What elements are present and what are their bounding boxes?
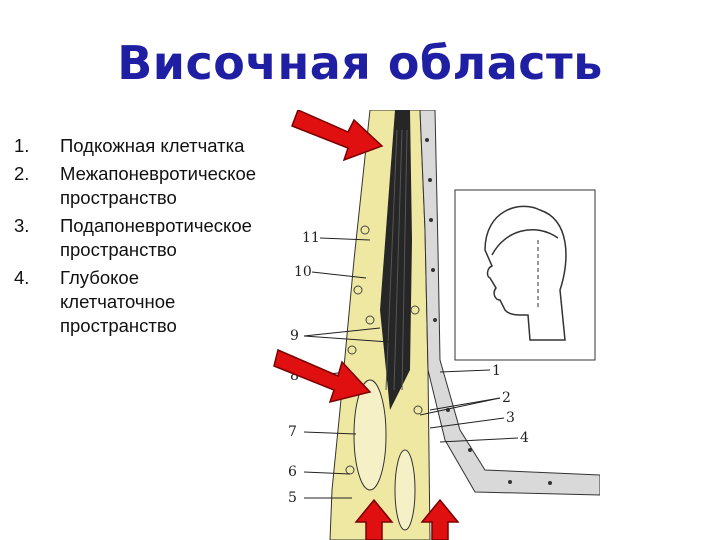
item-number: 3.	[14, 214, 29, 238]
list-item: 1. Подкожная клетчатка	[14, 134, 264, 158]
item-text: Глубокое клетчаточное пространство	[60, 266, 250, 338]
label-6: 6	[288, 464, 297, 480]
item-text: Подкожная клетчатка	[60, 134, 250, 158]
item-text: Межапоневротическое пространство	[60, 162, 250, 210]
item-number: 4.	[14, 266, 29, 290]
item-text: Подапоневротическое пространство	[60, 214, 250, 262]
item-number: 2.	[14, 162, 29, 186]
label-5: 5	[288, 490, 297, 506]
label-2: 2	[502, 390, 511, 406]
temporal-region-diagram: 11 10 9 8 7 6 5 1 2 3 4	[270, 110, 600, 540]
cavity-lower	[395, 450, 415, 530]
layer-list: 1. Подкожная клетчатка 2. Межапоневротич…	[14, 134, 264, 342]
label-11: 11	[302, 230, 320, 246]
slide-title: Височная область	[0, 36, 720, 90]
list-item: 3. Подапоневротическое пространство	[14, 214, 264, 262]
list-item: 2. Межапоневротическое пространство	[14, 162, 264, 210]
item-number: 1.	[14, 134, 29, 158]
label-1: 1	[492, 363, 501, 379]
label-10: 10	[294, 264, 312, 280]
cavity-upper	[354, 380, 386, 490]
list-item: 4. Глубокое клетчаточное пространство	[14, 266, 264, 338]
head-profile-inset	[455, 190, 595, 360]
label-3: 3	[506, 410, 515, 426]
label-4: 4	[520, 430, 529, 446]
label-9: 9	[290, 328, 299, 344]
label-7: 7	[288, 424, 297, 440]
